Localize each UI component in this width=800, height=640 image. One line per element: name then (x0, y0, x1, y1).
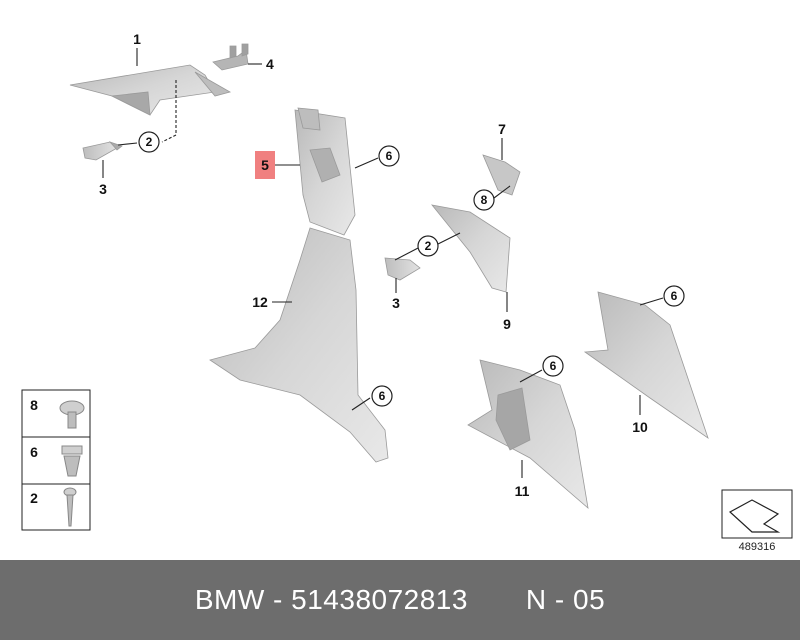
part-11-trim (467, 359, 589, 510)
footer-bar: BMW - 51438072813 N - 05 (0, 560, 800, 640)
footer-gap (468, 584, 526, 615)
callout-8-label: 8 (481, 193, 488, 207)
legend-label-8: 8 (30, 397, 38, 413)
footer-brand: BMW (194, 584, 265, 615)
callout-6-11-label: 6 (550, 359, 557, 373)
part-9-pillar (431, 204, 511, 293)
callout-8: 8 (473, 185, 511, 211)
footer-part-number: 51438072813 (291, 584, 468, 615)
callout-4: 4 (248, 56, 274, 72)
callout-3-top-label: 3 (99, 181, 107, 197)
callout-6-10-label: 6 (671, 289, 678, 303)
callout-11-label: 11 (515, 483, 530, 499)
callout-5: 5 (255, 151, 300, 179)
callout-6-b: 6 (354, 145, 400, 169)
callout-2-mid: 2 (394, 232, 461, 261)
callout-2-top-label: 2 (146, 135, 153, 149)
diagram-id: 489316 (738, 541, 776, 553)
callout-7: 7 (498, 121, 506, 160)
footer-sep: - (264, 584, 292, 615)
parts-diagram: 1 4 2 3 5 6 7 8 2 3 (21, 31, 793, 539)
callout-3-mid: 3 (392, 278, 400, 311)
callout-6-b-label: 6 (386, 149, 393, 163)
callout-11: 11 (515, 460, 530, 499)
callout-6-10: 6 (639, 285, 685, 307)
part-5-upper-pillar (294, 107, 356, 236)
callout-10-label: 10 (632, 419, 648, 435)
callout-10: 10 (632, 395, 648, 435)
orientation-symbol (721, 489, 793, 539)
callout-1: 1 (133, 31, 141, 66)
callout-7-label: 7 (498, 121, 506, 137)
callout-12: 12 (252, 294, 292, 310)
callout-6-c-label: 6 (379, 389, 386, 403)
callout-6-c: 6 (351, 385, 393, 411)
callout-1-label: 1 (133, 31, 141, 47)
callout-4-label: 4 (266, 56, 274, 72)
callout-3-mid-label: 3 (392, 295, 400, 311)
part-3-cover-top (82, 141, 123, 161)
callout-9: 9 (503, 292, 511, 332)
callout-3-top: 3 (99, 160, 107, 197)
callout-5-label: 5 (261, 157, 269, 173)
part-7-piece (482, 154, 521, 196)
part-4-bracket (212, 43, 249, 71)
screw-icon (63, 487, 77, 527)
footer-text: BMW - 51438072813 N - 05 (0, 560, 800, 640)
callout-2-top: 2 (117, 80, 177, 153)
part-3-cover-mid (384, 257, 421, 281)
part-12-lower-pillar (209, 227, 389, 463)
callout-12-label: 12 (252, 294, 268, 310)
part-10-trim (583, 291, 709, 440)
highlight-box (255, 151, 275, 179)
callout-6-11: 6 (519, 355, 564, 383)
legend-label-6: 6 (30, 444, 38, 460)
screw-cap-icon (59, 400, 85, 429)
clip-icon (61, 445, 83, 477)
footer-page: N - 05 (525, 584, 606, 615)
callout-9-label: 9 (503, 316, 511, 332)
part-1-trim (69, 64, 232, 116)
callout-2-mid-label: 2 (425, 239, 432, 253)
fastener-legend: 8 6 2 (21, 389, 91, 531)
legend-label-2: 2 (30, 490, 38, 506)
